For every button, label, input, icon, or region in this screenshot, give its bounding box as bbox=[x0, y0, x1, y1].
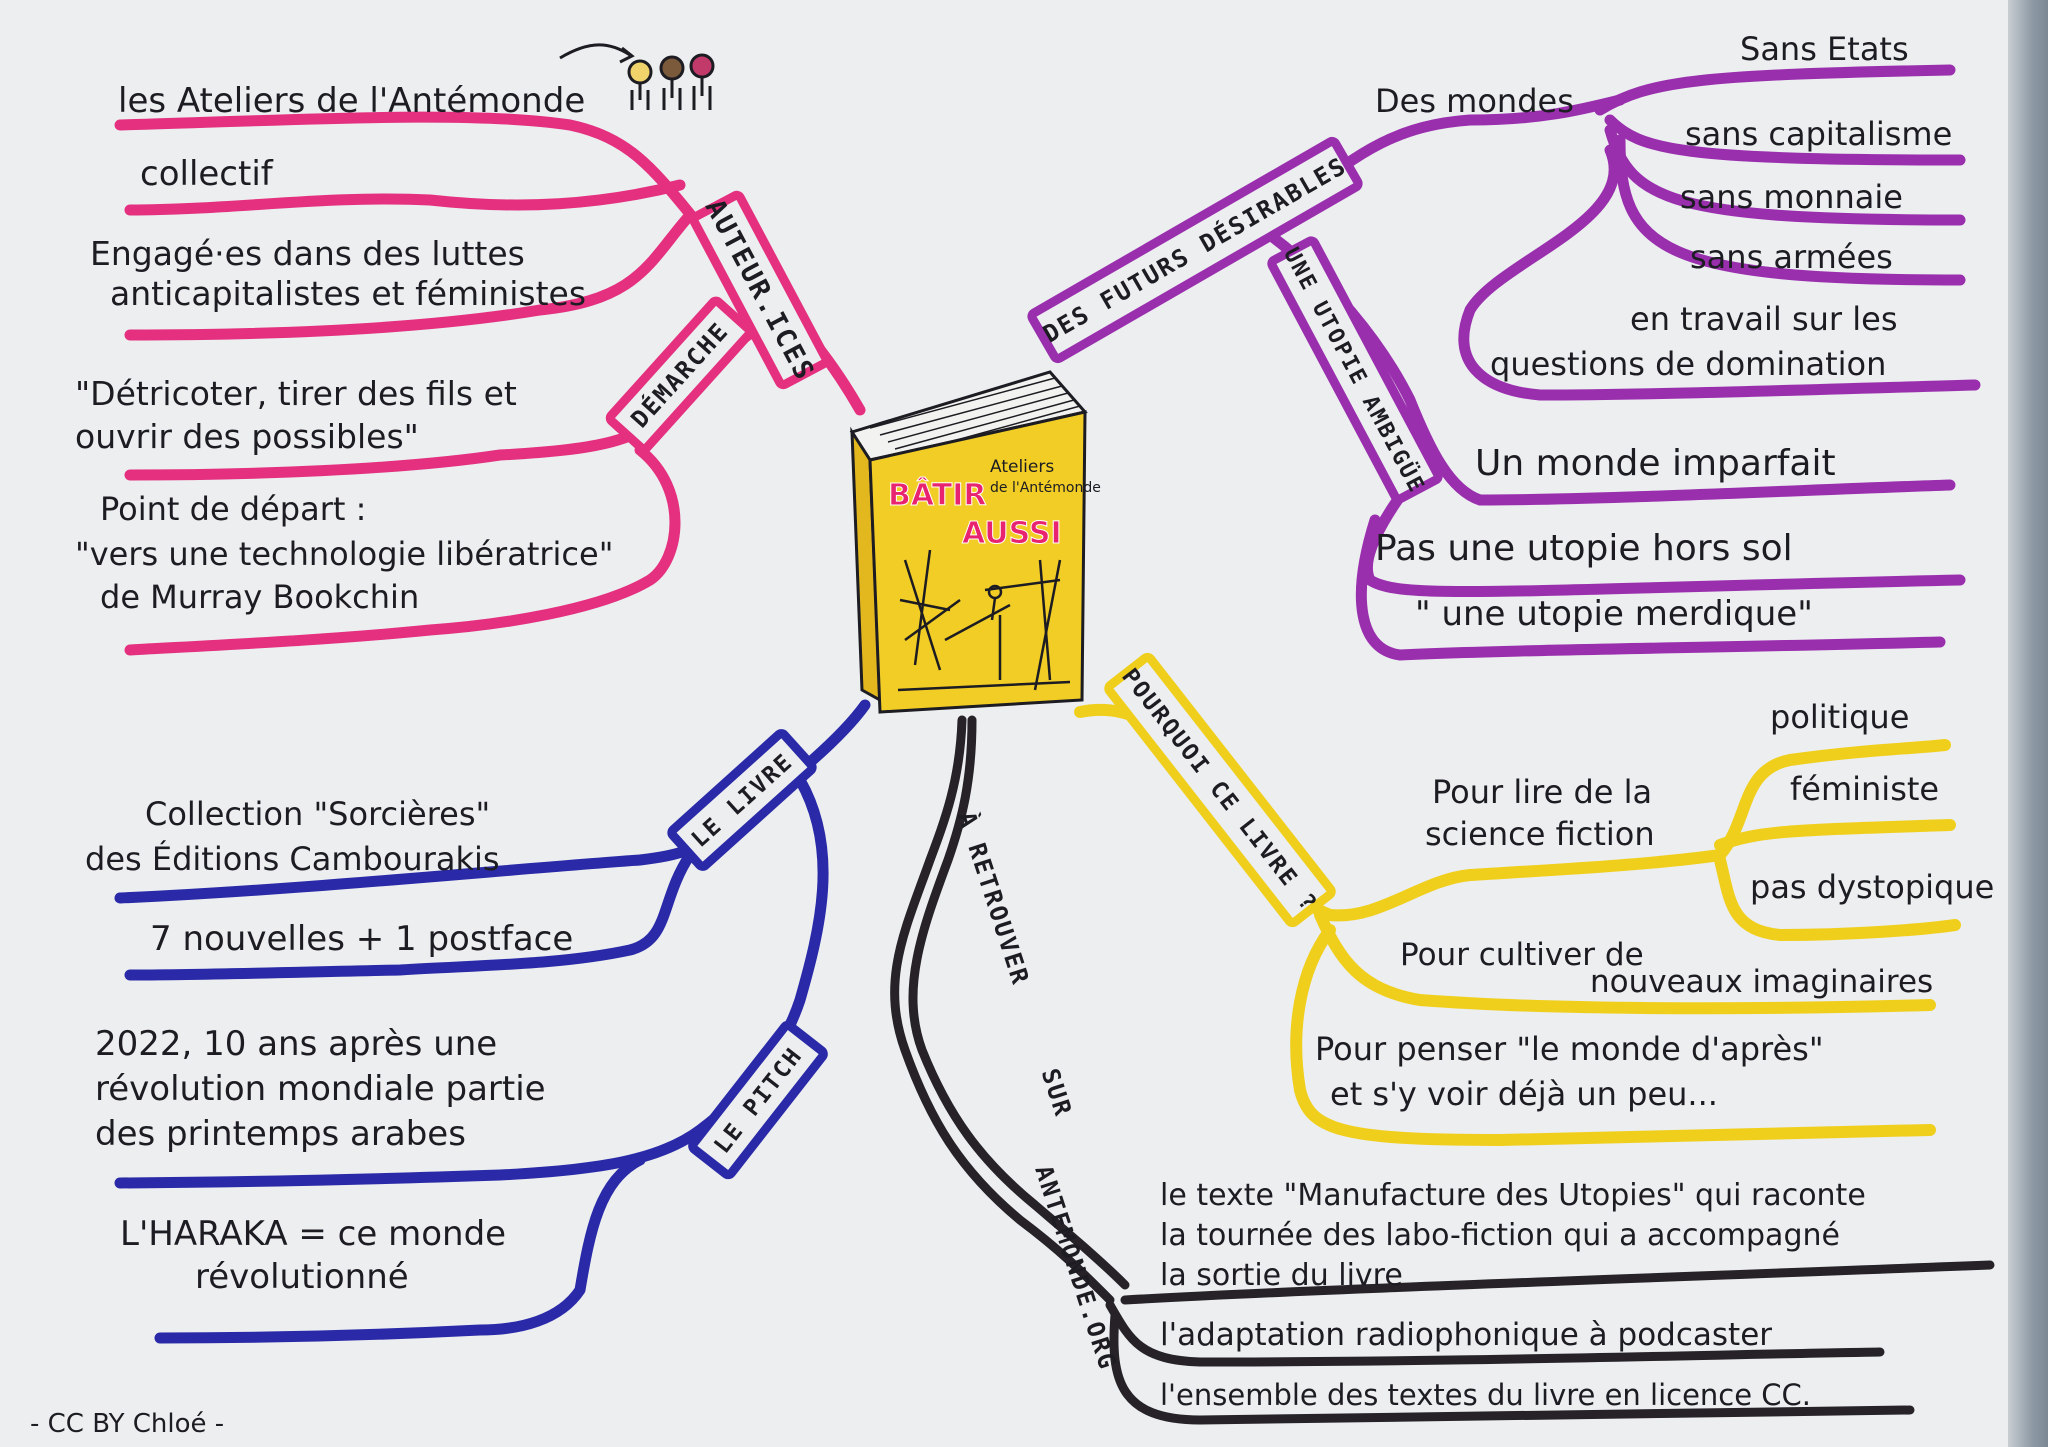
futurs-etats-line bbox=[1594, 64, 1956, 116]
livre-nouvelles-text: 7 nouvelles + 1 postface bbox=[150, 919, 573, 959]
label-pitch: LE PITCH bbox=[688, 1020, 828, 1180]
retrouver-texte-line3: la sortie du livre bbox=[1160, 1258, 1403, 1293]
futurs-item-capitalisme: sans capitalisme bbox=[1685, 115, 1952, 153]
retrouver-radio-text: l'adaptation radiophonique à podcaster bbox=[1160, 1317, 1772, 1353]
demarche-quote-line2: ouvrir des possibles" bbox=[75, 417, 419, 456]
auteurs-engage-line bbox=[124, 209, 696, 341]
pourquoi-sf-politique: politique bbox=[1770, 698, 1909, 736]
auteurs-collectif-text: collectif bbox=[140, 154, 274, 194]
three-people-icon bbox=[559, 43, 715, 110]
futurs-capitalisme-line bbox=[1604, 114, 1966, 166]
label-livre: LE LIVRE bbox=[667, 729, 817, 871]
pourquoi-cultiver-line1: Pour cultiver de bbox=[1400, 937, 1644, 973]
pourquoi-penser-line2: et s'y voir déjà un peu... bbox=[1330, 1075, 1718, 1113]
livre-collection-line1: Collection "Sorcières" bbox=[145, 795, 490, 833]
pitch-line2: révolution mondiale partie bbox=[95, 1069, 546, 1109]
label-retrouver-line2: SUR bbox=[1036, 1065, 1078, 1121]
pourquoi-sf-feministe: féministe bbox=[1790, 770, 1939, 808]
pitch-trunk bbox=[114, 774, 829, 1189]
retrouver-ensemble-line bbox=[1109, 1310, 1915, 1425]
futurs-item-monnaie: sans monnaie bbox=[1680, 178, 1903, 216]
demarche-depart-line2: "vers une technologie libératrice" bbox=[75, 535, 613, 573]
demarche-depart-line3: de Murray Bookchin bbox=[100, 578, 419, 616]
pourquoi-cultiver-line bbox=[1314, 909, 1936, 1015]
pitch-haraka-line bbox=[154, 1154, 646, 1344]
auteurs-engage-line2: anticapitalistes et féministes bbox=[110, 274, 586, 313]
table-edge bbox=[2008, 0, 2048, 1447]
livre-collection-line2: des Éditions Cambourakis bbox=[85, 840, 500, 878]
label-utopie-text: UNE UTOPIE AMBIGÜE bbox=[1278, 243, 1430, 498]
retrouver-texte-line bbox=[1120, 1260, 1995, 1305]
auteurs-collectif-line bbox=[124, 179, 686, 216]
retrouver-trunk-left bbox=[890, 715, 1115, 1305]
pourquoi-feministe-line bbox=[1714, 819, 1956, 851]
pourquoi-sf-line2: science fiction bbox=[1425, 815, 1655, 853]
pitch-haraka-line2: révolutionné bbox=[195, 1257, 409, 1297]
book-page-lines bbox=[869, 377, 1081, 456]
pitch-line3: des printemps arabes bbox=[95, 1114, 466, 1154]
label-pourquoi: POURQUOI CE LIVRE ? bbox=[1104, 652, 1336, 928]
demarche-quote-line1: "Détricoter, tirer des fils et bbox=[75, 374, 517, 413]
label-pourquoi-text: POURQUOI CE LIVRE ? bbox=[1116, 664, 1322, 917]
label-utopie: UNE UTOPIE AMBIGÜE bbox=[1267, 236, 1443, 504]
label-retrouver: À RETROUVER SUR ANTEMONDE.ORG bbox=[952, 808, 1122, 1374]
auteurs-engage-line1: Engagé·es dans des luttes bbox=[90, 234, 525, 273]
retrouver-radio-line bbox=[1105, 1300, 1885, 1367]
futurs-armees-line bbox=[1614, 134, 1966, 286]
utopie-item-merdique: " une utopie merdique" bbox=[1415, 594, 1813, 634]
futurs-mondes-text: Des mondes bbox=[1375, 82, 1574, 120]
demarche-depart-line1: Point de départ : bbox=[100, 490, 366, 528]
book-author-line2: de l'Antémonde bbox=[990, 480, 1101, 496]
futurs-item-etats: Sans Etats bbox=[1740, 30, 1909, 68]
pitch-haraka-line1: L'HARAKA = ce monde bbox=[120, 1214, 506, 1254]
branch-retrouver bbox=[890, 715, 1995, 1425]
pourquoi-sf-dystopique: pas dystopique bbox=[1750, 868, 1994, 906]
retrouver-texte-line2: la tournée des labo-fiction qui a accomp… bbox=[1160, 1218, 1840, 1253]
central-book: BÂTIR AUSSI Ateliers de l'Antémonde bbox=[849, 370, 1101, 714]
utopie-item-hors-sol: Pas une utopie hors sol bbox=[1375, 528, 1793, 569]
label-retrouver-line1: À RETROUVER bbox=[952, 808, 1035, 989]
book-cover-illustration bbox=[897, 549, 1071, 692]
arrow-icon bbox=[559, 43, 631, 60]
utopie-item-imparfait: Un monde imparfait bbox=[1475, 443, 1836, 484]
pourquoi-dystopique-line bbox=[1714, 854, 1961, 941]
futurs-travail-line bbox=[1458, 144, 1981, 401]
pourquoi-cultiver-line2: nouveaux imaginaires bbox=[1590, 964, 1933, 1000]
utopie-hors-sol-line bbox=[1361, 464, 1966, 598]
label-demarche: DÉMARCHE bbox=[605, 296, 755, 454]
pitch-line1: 2022, 10 ans après une bbox=[95, 1024, 497, 1064]
pourquoi-penser-line1: Pour penser "le monde d'après" bbox=[1315, 1030, 1824, 1068]
pourquoi-sf-line1: Pour lire de la bbox=[1432, 773, 1652, 811]
utopie-merdique-line bbox=[1355, 514, 1946, 661]
book-title-line2: AUSSI bbox=[962, 516, 1062, 551]
retrouver-ensemble-text: l'ensemble des textes du livre en licenc… bbox=[1160, 1378, 1811, 1412]
futurs-travail-line2: questions de domination bbox=[1490, 345, 1886, 383]
retrouver-trunk-right bbox=[908, 715, 1130, 1290]
credit-text: - CC BY Chloé - bbox=[30, 1409, 224, 1439]
demarche-depart-line bbox=[124, 444, 681, 656]
branch-pourquoi bbox=[1074, 703, 1961, 1146]
futurs-item-armees: sans armées bbox=[1690, 238, 1893, 276]
pourquoi-penser-line bbox=[1290, 924, 1936, 1146]
livre-nouvelles-line bbox=[124, 849, 696, 981]
book-title-line1: BÂTIR bbox=[888, 477, 986, 513]
retrouver-texte-line1: le texte "Manufacture des Utopies" qui r… bbox=[1160, 1178, 1866, 1213]
pourquoi-politique-line bbox=[1714, 739, 1951, 861]
auteurs-name-text: les Ateliers de l'Antémonde bbox=[118, 81, 585, 121]
futurs-travail-line1: en travail sur les bbox=[1630, 300, 1897, 338]
book-cover bbox=[868, 410, 1087, 714]
book-author-line1: Ateliers bbox=[990, 457, 1054, 477]
arrow-head-icon bbox=[619, 46, 635, 64]
